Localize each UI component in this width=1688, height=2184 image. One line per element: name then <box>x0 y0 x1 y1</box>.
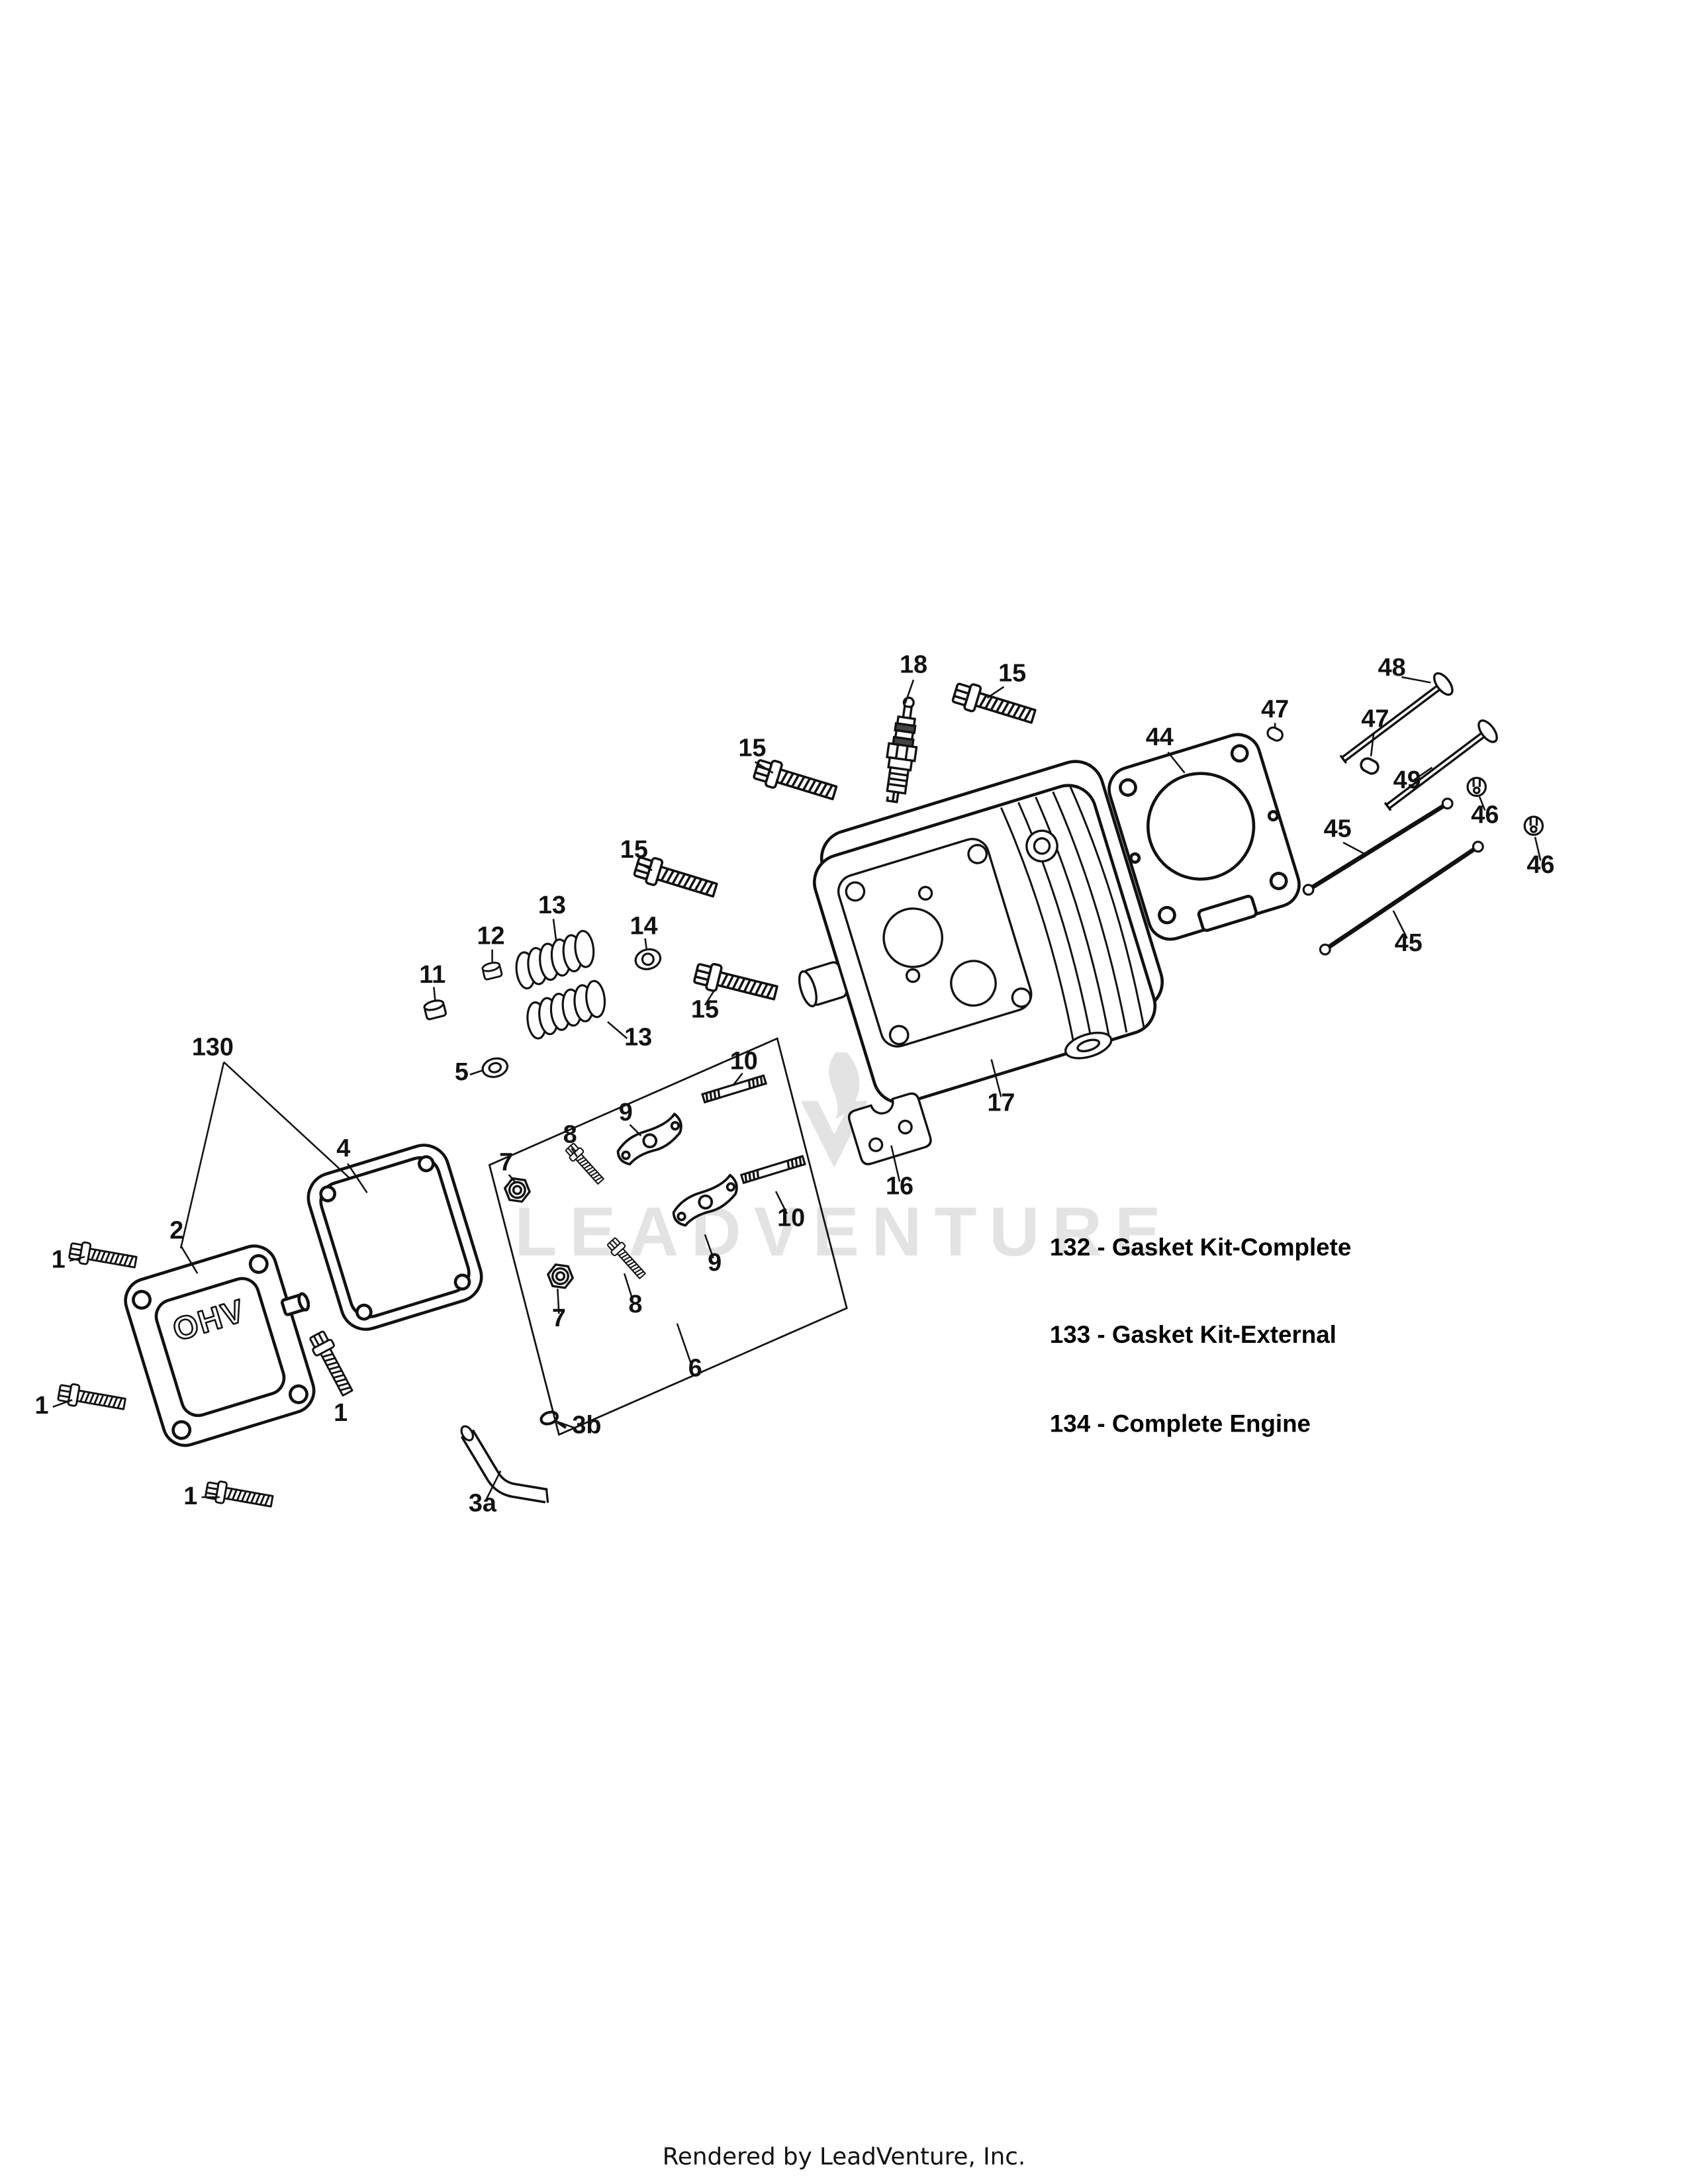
stud-10 <box>701 1074 767 1104</box>
callout-47: 47 <box>1361 705 1389 733</box>
legend-item-133: 133 - Gasket Kit-External <box>1050 1321 1336 1348</box>
callout-8: 8 <box>628 1291 642 1318</box>
callout-15: 15 <box>738 735 766 762</box>
callout-7: 7 <box>499 1149 513 1177</box>
callout-7: 7 <box>552 1304 566 1332</box>
push-rod-45 <box>1302 797 1454 896</box>
callout-11: 11 <box>419 961 445 989</box>
callout-49: 49 <box>1393 766 1421 794</box>
flange-bolt-15 <box>950 678 1039 731</box>
legend-item-132: 132 - Gasket Kit-Complete <box>1050 1234 1351 1261</box>
callout-3a: 3a <box>469 1489 497 1517</box>
callout-18: 18 <box>900 651 927 679</box>
push-rod-45 <box>1319 841 1484 956</box>
rocker-parts-box-6 <box>488 1037 848 1436</box>
retainer-46 <box>1466 776 1487 797</box>
callout-17: 17 <box>987 1089 1015 1116</box>
callout-13: 13 <box>624 1024 652 1052</box>
breather-tube-3a <box>460 1425 549 1504</box>
callout-15: 15 <box>691 996 719 1024</box>
callout-9: 9 <box>619 1099 633 1126</box>
flange-bolt-1 <box>68 1239 138 1274</box>
stud-10 <box>740 1155 806 1184</box>
flange-bolt-1 <box>56 1381 128 1416</box>
washer-5 <box>479 1054 510 1081</box>
cover-gasket-4 <box>306 1144 483 1331</box>
head-gasket-44 <box>1107 733 1301 941</box>
callout-44: 44 <box>1146 723 1174 751</box>
flange-bolt-15 <box>751 755 840 807</box>
callout-14: 14 <box>630 913 658 940</box>
callout-1: 1 <box>183 1482 197 1510</box>
callout-45: 45 <box>1395 929 1423 957</box>
legend-item-134: 134 - Complete Engine <box>1050 1410 1311 1437</box>
valve-cap-11 <box>422 997 447 1021</box>
callout-1: 1 <box>52 1246 66 1274</box>
callout-5: 5 <box>455 1058 469 1086</box>
callout-1: 1 <box>34 1392 48 1420</box>
valve-48 <box>1335 669 1457 771</box>
leader-lines <box>52 676 1542 1499</box>
footer-text: Rendered by LeadVenture, Inc. <box>663 2144 1026 2171</box>
rocker-bracket-16 <box>847 1092 932 1165</box>
callout-13: 13 <box>538 891 566 919</box>
callout-2: 2 <box>169 1217 183 1245</box>
callout-45: 45 <box>1324 815 1352 843</box>
callout-48: 48 <box>1378 654 1406 682</box>
callout-46: 46 <box>1526 851 1554 879</box>
cylinder-head-17 <box>798 760 1164 1105</box>
callout-46: 46 <box>1471 801 1499 829</box>
tappet-cap-47 <box>1357 754 1382 778</box>
flange-bolt-1 <box>203 1478 275 1513</box>
retainer-46 <box>1523 815 1544 836</box>
spark-plug-18 <box>886 696 918 803</box>
callout-10: 10 <box>777 1205 805 1232</box>
spring-seat-12 <box>481 960 504 981</box>
spring-retainer-14 <box>632 945 664 973</box>
callout-4: 4 <box>336 1135 350 1163</box>
callout-15: 15 <box>998 659 1026 687</box>
kit-legend: 132 - Gasket Kit-Complete 133 - Gasket K… <box>1050 1234 1351 1437</box>
callout-3b: 3b <box>572 1412 601 1439</box>
callout-16: 16 <box>886 1172 914 1200</box>
callout-12: 12 <box>477 922 504 950</box>
clip-3b <box>539 1410 567 1430</box>
callout-130: 130 <box>192 1033 234 1061</box>
callout-10: 10 <box>730 1047 758 1075</box>
callout-1: 1 <box>334 1399 348 1427</box>
callout-6: 6 <box>688 1355 702 1383</box>
callout-15: 15 <box>620 836 648 864</box>
callout-9: 9 <box>708 1249 722 1277</box>
valve-cover-2: OHV <box>124 1244 316 1447</box>
callout-47: 47 <box>1261 696 1289 723</box>
callout-8: 8 <box>563 1121 577 1149</box>
callout-labels: 18 15 47 47 48 49 44 15 46 46 45 45 15 1… <box>34 651 1554 1518</box>
